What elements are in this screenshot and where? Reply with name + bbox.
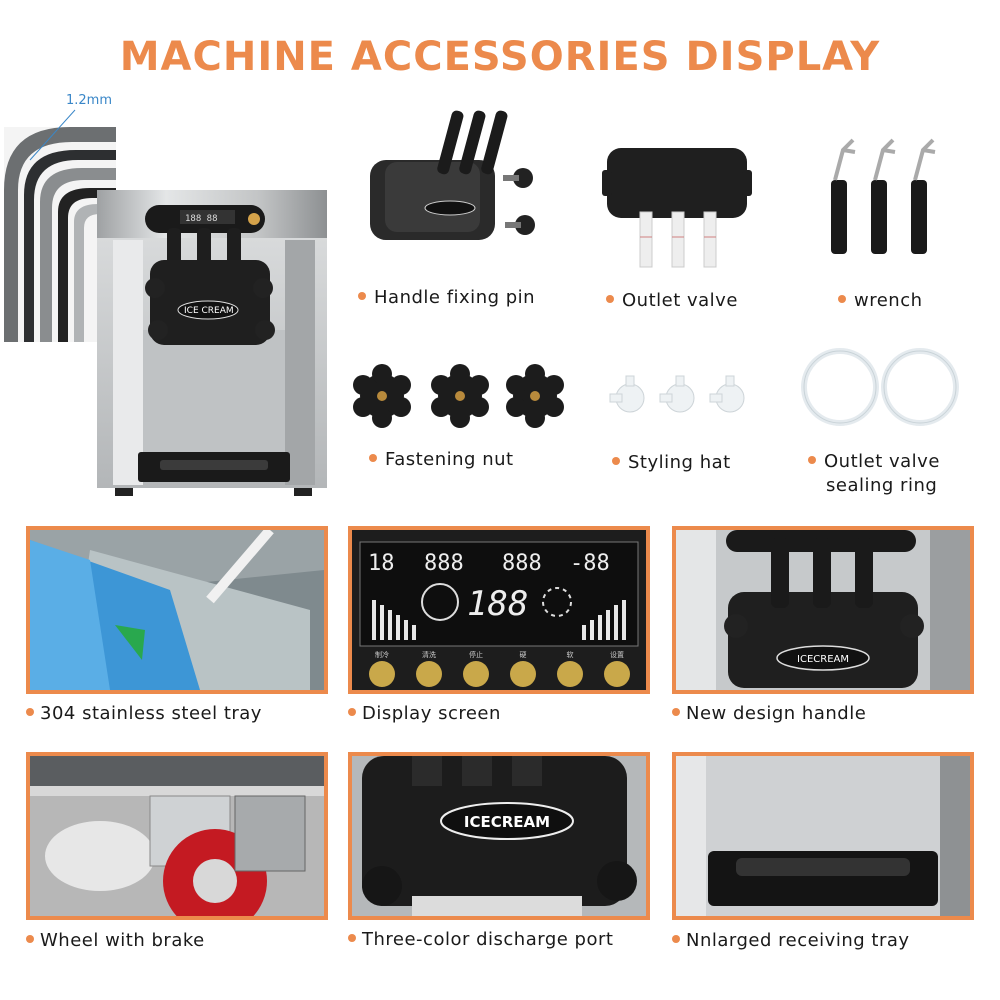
outlet-valve-icon: [602, 140, 752, 275]
feature-receiving-tray-image: [672, 752, 974, 920]
display-digits-d: -88: [570, 551, 610, 576]
accessory-label: wrench: [838, 290, 923, 311]
accessory-label: Outlet valve sealing ring: [808, 450, 940, 498]
display-digits-a: 18: [368, 551, 395, 576]
feature-label: Nnlarged receiving tray: [672, 930, 910, 951]
display-btn-label: 设置: [610, 650, 624, 659]
display-btn-label: 软: [567, 650, 574, 659]
feature-label: New design handle: [672, 703, 866, 724]
feature-steel-tray-image: [26, 526, 328, 694]
machine-logo: ICE CREAM: [184, 306, 234, 316]
feature-handle-image: ICECREAM: [672, 526, 974, 694]
accessory-label: Styling hat: [612, 452, 731, 473]
sealing-ring-icon: [798, 345, 963, 430]
styling-hat-icon: [605, 370, 755, 425]
display-btn-label: 制冷: [375, 650, 389, 659]
discharge-logo: ICECREAM: [464, 813, 550, 831]
display-digits-c: 888: [502, 551, 542, 576]
feature-label: Three-color discharge port: [348, 929, 613, 950]
accessory-label: Fastening nut: [369, 449, 514, 470]
handle-panel-logo: ICECREAM: [797, 654, 849, 665]
display-btn-label: 停止: [469, 650, 483, 659]
svg-text:188 88: 188 88: [185, 214, 218, 224]
accessory-label: Handle fixing pin: [358, 287, 535, 308]
page-title: MACHINE ACCESSORIES DISPLAY: [119, 34, 881, 80]
display-digits-b: 888: [424, 551, 464, 576]
display-btn-label: 硬: [520, 651, 527, 659]
display-center: 188: [467, 584, 528, 624]
feature-discharge-image: ICECREAM: [348, 752, 650, 920]
wrench-icon: [825, 130, 960, 260]
feature-wheel-image: [26, 752, 328, 920]
feature-label: Display screen: [348, 703, 501, 724]
feature-display-screen-image: 18 888 888 -88 188 制冷 清洗 停止 硬 软 设置: [348, 526, 650, 694]
machine-image: 188 88 ICE CREAM: [0, 90, 340, 500]
display-btn-label: 清洗: [422, 650, 436, 659]
feature-label: Wheel with brake: [26, 930, 205, 951]
thickness-label: 1.2mm: [66, 93, 113, 108]
fastening-nut-icon: [345, 360, 570, 435]
handle-fixing-pin-icon: [365, 100, 545, 250]
feature-label: 304 stainless steel tray: [26, 703, 262, 724]
accessory-label: Outlet valve: [606, 290, 738, 311]
